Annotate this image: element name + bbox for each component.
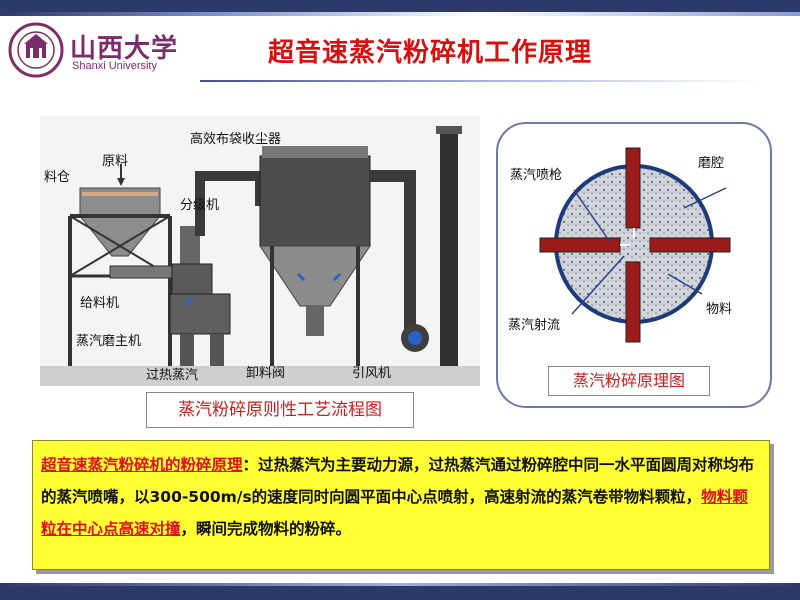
label-discharge-valve: 卸料阀 [246,366,286,381]
label-main-mill: 蒸汽磨主机 [76,334,142,349]
top-banner-stripe [0,12,800,16]
process-flow-illustration [40,116,480,386]
label-steam-nozzle: 蒸汽喷枪 [510,168,563,183]
flow-diagram-caption: 蒸汽粉碎原则性工艺流程图 [146,392,414,428]
grinding-chamber-illustration [539,147,731,343]
bottom-banner-stripe [0,583,800,586]
principle-diagram-caption: 蒸汽粉碎原理图 [548,366,710,396]
description-highlight-collision: 物料颗粒在中心点高速对撞 [41,488,748,538]
title-underline [200,80,760,82]
university-logo: 山西大学 Shanxi University [8,22,198,78]
page-title: 超音速蒸汽粉碎机工作原理 [267,38,592,68]
university-seal-icon [8,22,64,78]
label-feeder: 给料机 [80,296,120,311]
label-classifier: 分级机 [180,198,220,213]
description-body-2: ，瞬间完成物料的粉碎。 [180,520,352,538]
description-body-1: ：过热蒸汽为主要动力源，过热蒸汽通过粉碎腔中同一水平面圆周对称均布的蒸汽喷嘴，以… [41,456,755,506]
university-name-cn: 山西大学 [70,34,179,64]
description-highlight-title: 超音速蒸汽粉碎机的粉碎原理 [41,456,243,474]
principle-diagram: 蒸汽喷枪 磨腔 蒸汽射流 物料 [496,122,772,408]
bottom-banner-bar [0,586,800,600]
label-raw-material: 原料 [102,154,129,169]
university-name-en: Shanxi University [72,60,157,72]
label-bag-filter: 高效布袋收尘器 [190,132,282,147]
label-steam-jet: 蒸汽射流 [508,318,561,333]
top-banner-bar [0,0,800,12]
label-superheated-steam: 过热蒸汽 [146,368,199,383]
description-text: 超音速蒸汽粉碎机的粉碎原理：过热蒸汽为主要动力源，过热蒸汽通过粉碎腔中同一水平面… [41,449,761,545]
description-box: 超音速蒸汽粉碎机的粉碎原理：过热蒸汽为主要动力源，过热蒸汽通过粉碎腔中同一水平面… [32,440,770,570]
label-silo: 料仓 [44,170,71,185]
label-fan: 引风机 [352,366,392,381]
label-grinding-chamber: 磨腔 [698,156,725,171]
label-material: 物料 [706,302,733,317]
process-flow-diagram: 料仓 原料 高效布袋收尘器 分级机 给料机 蒸汽磨主机 过热蒸汽 卸料阀 引风机 [40,116,480,396]
